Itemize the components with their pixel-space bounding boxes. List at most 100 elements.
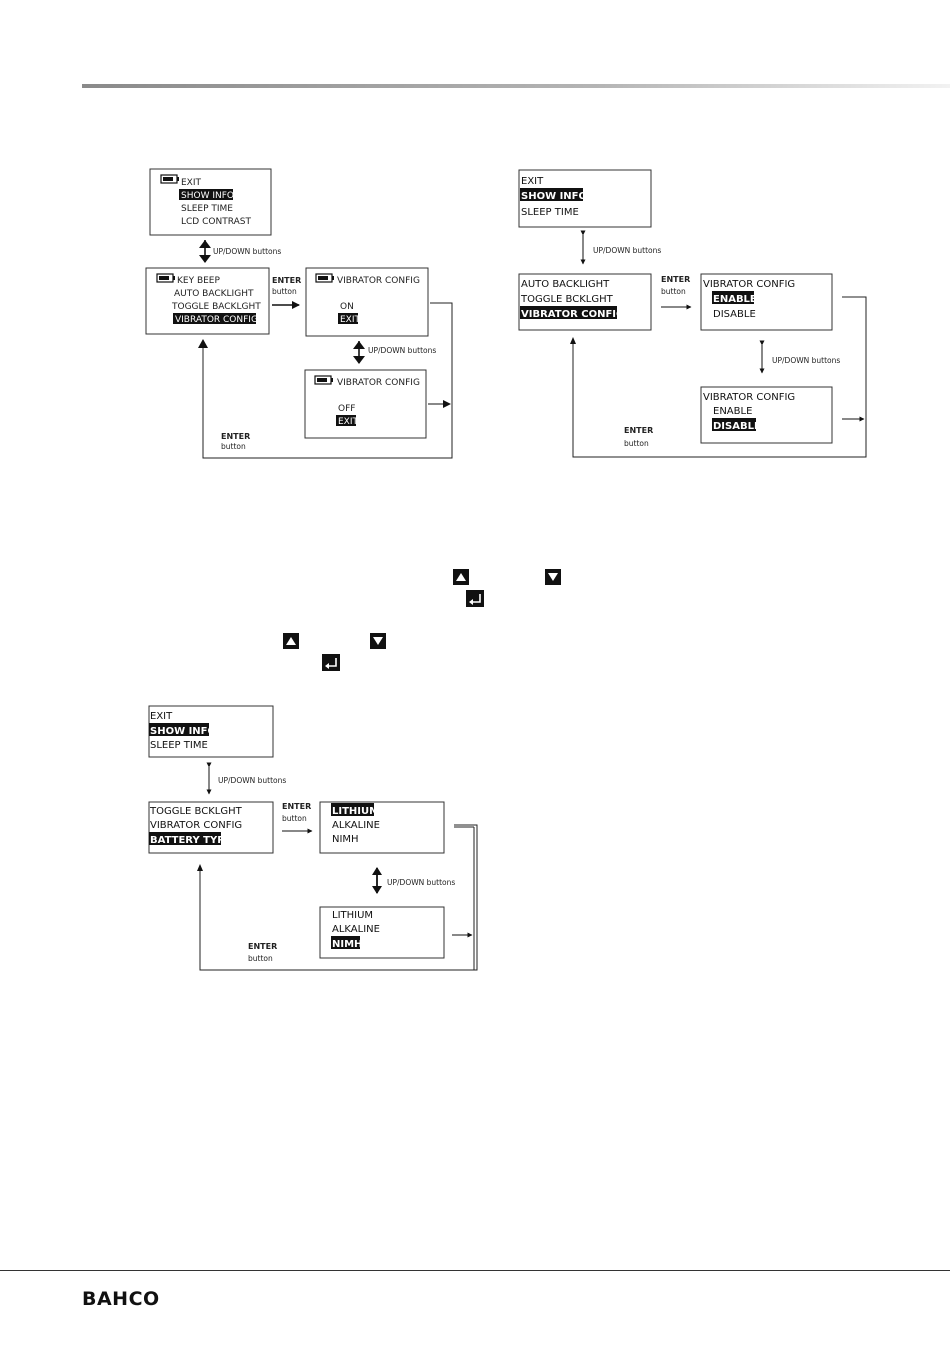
option-nimh: NIMH bbox=[332, 939, 362, 950]
down-triangle-glyph bbox=[548, 573, 558, 581]
menu-item-battery-type: BATTERY TYPE bbox=[150, 835, 232, 846]
option-off: OFF bbox=[338, 404, 355, 414]
battery-fill bbox=[163, 177, 173, 181]
option-disable: DISABLE bbox=[713, 309, 756, 320]
diagram-3: EXIT SHOW INFO SLEEP TIME UP/DOWN button… bbox=[148, 705, 478, 971]
button-label: button bbox=[221, 442, 246, 451]
battery-fill bbox=[317, 378, 327, 382]
enter-label: ENTER bbox=[272, 276, 301, 285]
menu-item-toggle-backlight: TOGGLE BCKLGHT bbox=[520, 294, 614, 305]
option-on: ON bbox=[340, 302, 354, 312]
battery-tip bbox=[173, 276, 175, 280]
menu-item-sleep-time: SLEEP TIME bbox=[181, 204, 233, 214]
updown-label: UP/DOWN buttons bbox=[213, 247, 281, 256]
menu-item-key-beep: KEY BEEP bbox=[177, 276, 220, 286]
highlight-bar bbox=[149, 832, 221, 845]
return-arrow-head bbox=[570, 337, 576, 344]
option-exit: EXIT bbox=[338, 417, 359, 427]
updown-label: UP/DOWN buttons bbox=[218, 776, 286, 785]
menu-item-show-info: SHOW INFO bbox=[150, 726, 216, 737]
vibrator-config-title: VIBRATOR CONFIG bbox=[703, 279, 795, 290]
arrow-down-head bbox=[353, 356, 365, 364]
highlight-bar bbox=[712, 291, 754, 304]
return-loop-line bbox=[202, 302, 453, 459]
enter-label: ENTER bbox=[248, 942, 277, 951]
up-triangle-glyph bbox=[286, 637, 296, 645]
lcd-box-menu-mid-2 bbox=[518, 273, 652, 331]
battery-fill bbox=[318, 276, 328, 280]
menu-item-vibrator-config: VIBRATOR CONFIG bbox=[521, 309, 624, 320]
option-alkaline: ALKALINE bbox=[332, 924, 380, 935]
enter-label: ENTER bbox=[221, 432, 250, 441]
updown-label: UP/DOWN buttons bbox=[593, 246, 661, 255]
arrow-up-head bbox=[199, 240, 211, 248]
enter-return-head bbox=[469, 599, 473, 605]
enter-return-glyph bbox=[471, 594, 481, 603]
enter-return-glyph bbox=[327, 658, 337, 667]
option-exit: EXIT bbox=[340, 315, 361, 325]
option-alkaline: ALKALINE bbox=[332, 820, 380, 831]
menu-item-toggle-backlight: TOGGLE BCKLGHT bbox=[149, 806, 243, 817]
lcd-box-battery-nimh bbox=[319, 906, 445, 959]
enter-return-head bbox=[325, 663, 329, 669]
highlight-bar bbox=[331, 803, 374, 816]
enter-label: ENTER bbox=[282, 802, 311, 811]
menu-item-lcd-contrast: LCD CONTRAST bbox=[181, 217, 251, 227]
option-nimh: NIMH bbox=[332, 834, 359, 845]
menu-item-sleep-time: SLEEP TIME bbox=[521, 207, 579, 218]
highlight-bar bbox=[336, 415, 356, 426]
button-label: button bbox=[282, 814, 307, 823]
lcd-box-vibrator-off bbox=[304, 369, 427, 439]
menu-item-vibrator-config: VIBRATOR CONFIG bbox=[150, 820, 242, 831]
updown-label: UP/DOWN buttons bbox=[387, 878, 455, 887]
bahco-logo: BAHCO bbox=[82, 1288, 160, 1310]
button-label: button bbox=[661, 287, 686, 296]
updown-label: UP/DOWN buttons bbox=[368, 346, 436, 355]
arrow-down-head bbox=[199, 255, 211, 263]
option-lithium: LITHIUM bbox=[332, 910, 373, 921]
return-arrow-head bbox=[197, 864, 203, 871]
down-triangle-glyph bbox=[373, 637, 383, 645]
return-loop-line bbox=[199, 824, 478, 971]
highlight-bar bbox=[338, 313, 358, 324]
battery-tip bbox=[332, 276, 334, 280]
menu-item-sleep-time: SLEEP TIME bbox=[150, 740, 208, 751]
option-enable: ENABLE bbox=[713, 294, 757, 305]
menu-item-vibrator-config: VIBRATOR CONFIG bbox=[175, 315, 258, 325]
button-icons bbox=[283, 569, 561, 671]
enter-return-icon bbox=[466, 590, 484, 607]
header-rule bbox=[82, 84, 950, 88]
return-loop-line bbox=[572, 296, 867, 458]
battery-tip bbox=[177, 177, 179, 181]
diagram-1: EXIT SHOW INFO SLEEP TIME LCD CONTRAST U… bbox=[145, 168, 453, 459]
lcd-box-vibrator-disable bbox=[700, 386, 833, 444]
highlight-bar bbox=[520, 188, 583, 201]
menu-item-show-info: SHOW INFO bbox=[181, 191, 234, 201]
vibrator-config-title: VIBRATOR CONFIG bbox=[337, 276, 420, 286]
vibrator-config-title: VIBRATOR CONFIG bbox=[703, 392, 795, 403]
battery-tip bbox=[331, 378, 333, 382]
menu-item-show-info: SHOW INFO bbox=[521, 191, 587, 202]
highlight-bar bbox=[712, 418, 756, 431]
updown-label: UP/DOWN buttons bbox=[772, 356, 840, 365]
menu-item-exit: EXIT bbox=[150, 711, 173, 722]
arrow-up-head bbox=[353, 341, 365, 349]
enter-label: ENTER bbox=[624, 426, 653, 435]
highlight-bar bbox=[179, 189, 233, 200]
diagram-2: EXIT SHOW INFO SLEEP TIME UP/DOWN button… bbox=[518, 169, 867, 458]
button-label: button bbox=[248, 954, 273, 963]
return-arrow-head bbox=[198, 339, 208, 348]
highlight-bar bbox=[331, 936, 360, 949]
up-triangle-glyph bbox=[456, 573, 466, 581]
footer-rule bbox=[0, 1270, 950, 1271]
enter-label: ENTER bbox=[661, 275, 690, 284]
button-label: button bbox=[624, 439, 649, 448]
menu-item-auto-backlight: AUTO BACKLIGHT bbox=[174, 289, 254, 299]
highlight-bar bbox=[149, 723, 209, 736]
enter-return-icon bbox=[322, 654, 340, 671]
option-lithium: LITHIUM bbox=[332, 806, 379, 817]
arrow-up-head bbox=[372, 867, 382, 875]
battery-fill bbox=[159, 276, 169, 280]
menu-item-toggle-backlight: TOGGLE BACKLGHT bbox=[171, 302, 261, 312]
